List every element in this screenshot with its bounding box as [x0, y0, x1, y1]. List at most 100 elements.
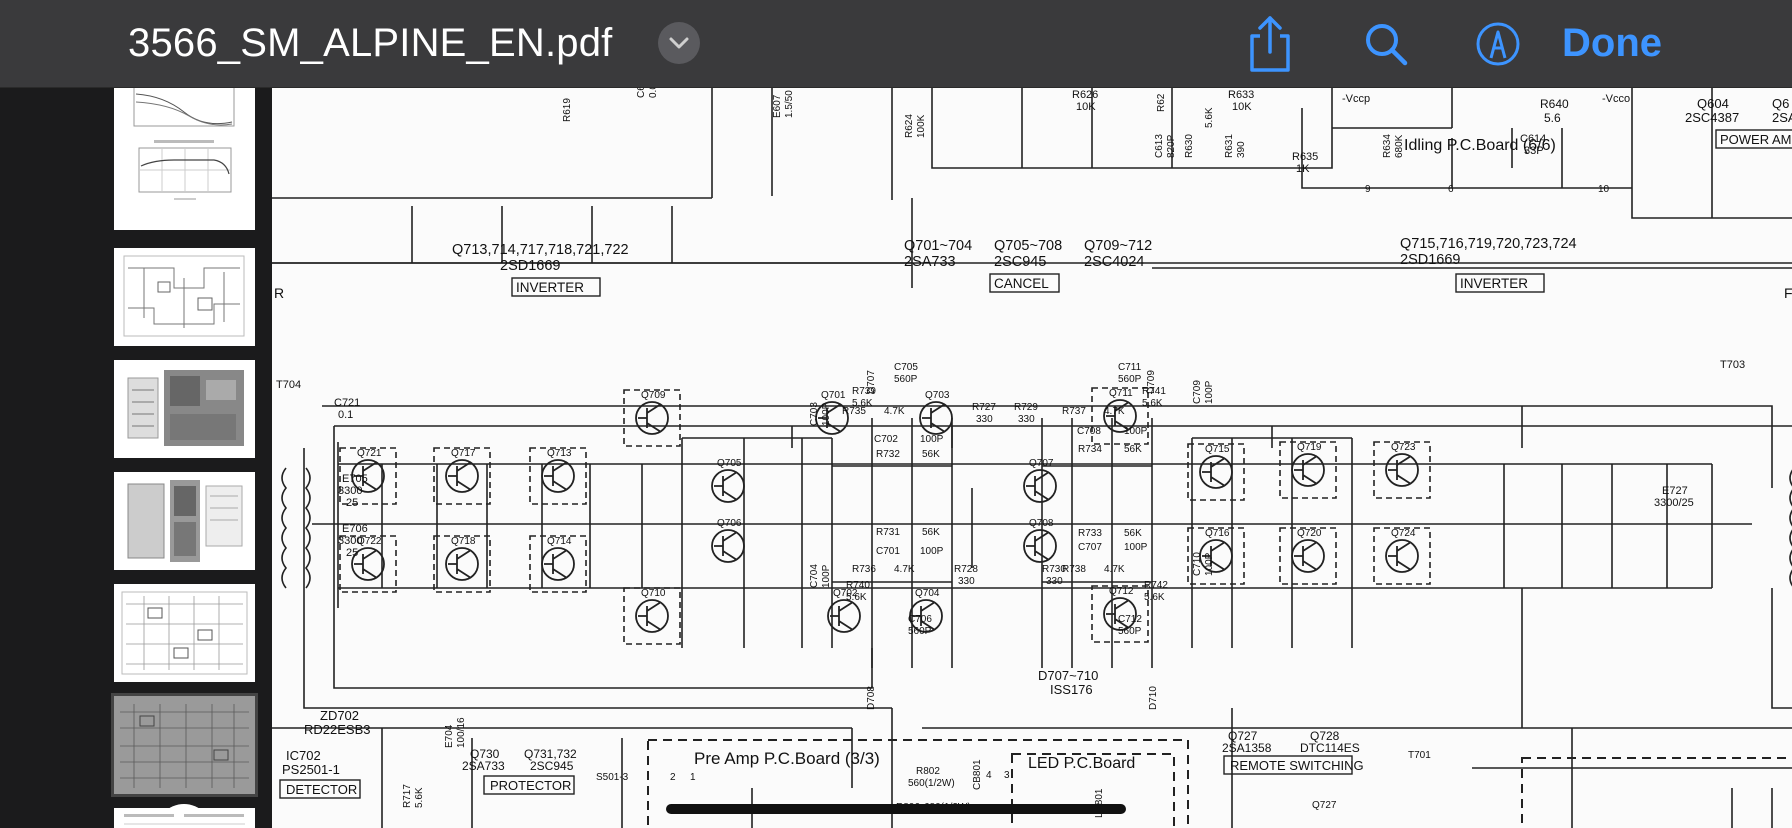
schematic-label: 560(1/2W)	[908, 778, 955, 789]
transistor-symbol	[1199, 539, 1233, 573]
schematic-label: 2SA	[1772, 110, 1792, 125]
transistor-symbol	[1103, 399, 1137, 433]
schematic-label: 330	[976, 414, 993, 425]
page-thumbnail[interactable]	[114, 248, 255, 346]
transistor-box	[1091, 585, 1149, 643]
schematic-label: C711	[1118, 362, 1142, 373]
schematic-label: 5.6K	[414, 787, 425, 808]
page-thumbnail[interactable]	[114, 88, 255, 230]
schematic-label: 5.6	[1544, 111, 1561, 125]
schematic-label: D707~710	[1038, 668, 1098, 683]
schematic-label: 330	[1018, 414, 1035, 425]
schematic-label: 56K	[1124, 444, 1142, 455]
schematic-label: 6	[1448, 184, 1454, 195]
transistor-leads	[1026, 531, 1050, 561]
schematic-label: C709	[1192, 380, 1203, 404]
schematic-label: E704	[444, 724, 455, 748]
schematic-label: 4.7K	[1104, 406, 1125, 417]
schematic-label: R630	[1184, 134, 1195, 158]
transistor-leads	[830, 601, 854, 631]
schematic-label: 1K	[1296, 163, 1310, 175]
schematic-label: S501-3	[596, 772, 629, 783]
transistor-leads	[638, 403, 662, 433]
schematic-label: C613	[1154, 134, 1165, 158]
transistor-symbol	[1199, 455, 1233, 489]
transistor-symbol	[1291, 453, 1325, 487]
schematic-label: 4	[986, 770, 992, 781]
schematic-label: R619	[562, 98, 573, 122]
transistor-label: Q712	[1109, 586, 1134, 597]
schematic-label: CB801	[972, 759, 983, 790]
schematic-label: 56K	[922, 527, 940, 538]
schematic-label: C610	[636, 88, 647, 98]
schematic-label: Q727	[1228, 729, 1258, 743]
transistor-leads	[448, 461, 472, 491]
transistor-label: Q705	[717, 458, 742, 469]
transistor-symbol	[541, 547, 575, 581]
done-button[interactable]: Done	[1562, 18, 1662, 68]
page-thumbnail-sidebar[interactable]	[0, 88, 272, 828]
transistor-leads	[1294, 541, 1318, 571]
transistor-symbol	[711, 469, 745, 503]
component-tag-box	[511, 277, 601, 297]
schematic-label: 100P	[821, 564, 832, 588]
markup-button[interactable]	[1470, 16, 1526, 72]
component-tag-box	[1455, 273, 1545, 293]
transistor-label: Q719	[1297, 442, 1322, 453]
transistor-group-ref: Q709~712	[1084, 238, 1152, 254]
schematic-label: R734	[1078, 444, 1102, 455]
schematic-label: 2	[670, 772, 676, 783]
schematic-label: R739	[852, 386, 876, 397]
schematic-label: 5.6K	[852, 398, 873, 409]
schematic-label: C708	[1077, 426, 1101, 437]
schematic-label: Q728	[1310, 729, 1340, 743]
schematic-label: E706	[342, 523, 368, 535]
schematic-label: 100P	[821, 402, 832, 426]
page-thumbnail[interactable]	[114, 808, 255, 828]
transistor-box	[1091, 387, 1149, 445]
transistor-label: Q703	[925, 390, 950, 401]
share-button[interactable]	[1242, 16, 1298, 72]
title-menu-button[interactable]	[658, 22, 700, 64]
transistor-box	[1187, 527, 1245, 585]
home-indicator	[666, 804, 1126, 814]
schematic-label: R736	[852, 564, 876, 575]
page-thumbnail[interactable]	[114, 360, 255, 458]
schematic-label: C614	[1520, 133, 1546, 145]
transistor-symbol	[1023, 529, 1057, 563]
schematic-label: 680K	[1394, 134, 1405, 158]
schematic-label: R729	[1014, 402, 1038, 413]
schematic-label: 10K	[1076, 101, 1096, 113]
transistor-group-part: 2SD1669	[1400, 252, 1460, 268]
transistor-leads	[714, 471, 738, 501]
schematic-label: D710	[1148, 686, 1159, 710]
page-thumbnail[interactable]	[114, 472, 255, 570]
component-tag-box	[483, 775, 575, 795]
schematic-label: 3300/25	[1654, 497, 1694, 509]
transistor-label: Q717	[451, 448, 476, 459]
transistor-label: Q711	[1109, 388, 1133, 399]
transistor-symbol	[541, 459, 575, 493]
document-title[interactable]: 3566_SM_ALPINE_EN.pdf	[128, 21, 613, 65]
schematic-label: PS2501-1	[282, 762, 340, 777]
page-thumbnail-current[interactable]	[111, 693, 258, 797]
transistor-symbol	[445, 459, 479, 493]
schematic-label: 10K	[1232, 101, 1252, 113]
schematic-label: 820P	[1166, 134, 1177, 158]
transistor-symbol	[351, 459, 385, 493]
schematic-label: 9	[1365, 184, 1371, 195]
page-thumbnail[interactable]	[114, 584, 255, 682]
transistor-symbol	[919, 401, 953, 435]
search-button[interactable]	[1358, 16, 1414, 72]
transistor-symbol	[1385, 539, 1419, 573]
schematic-label: 100P	[920, 434, 944, 445]
schematic-label: 2SC945	[530, 759, 574, 773]
schematic-label: C703	[809, 402, 820, 426]
schematic-label: POWER AMP	[1720, 132, 1792, 147]
transistor-leads	[1294, 455, 1318, 485]
schematic-label: R633	[1228, 89, 1254, 101]
schematic-label: RD22ESB3	[304, 722, 370, 737]
schematic-label: 4.7K	[1104, 564, 1125, 575]
transistor-symbol	[635, 401, 669, 435]
